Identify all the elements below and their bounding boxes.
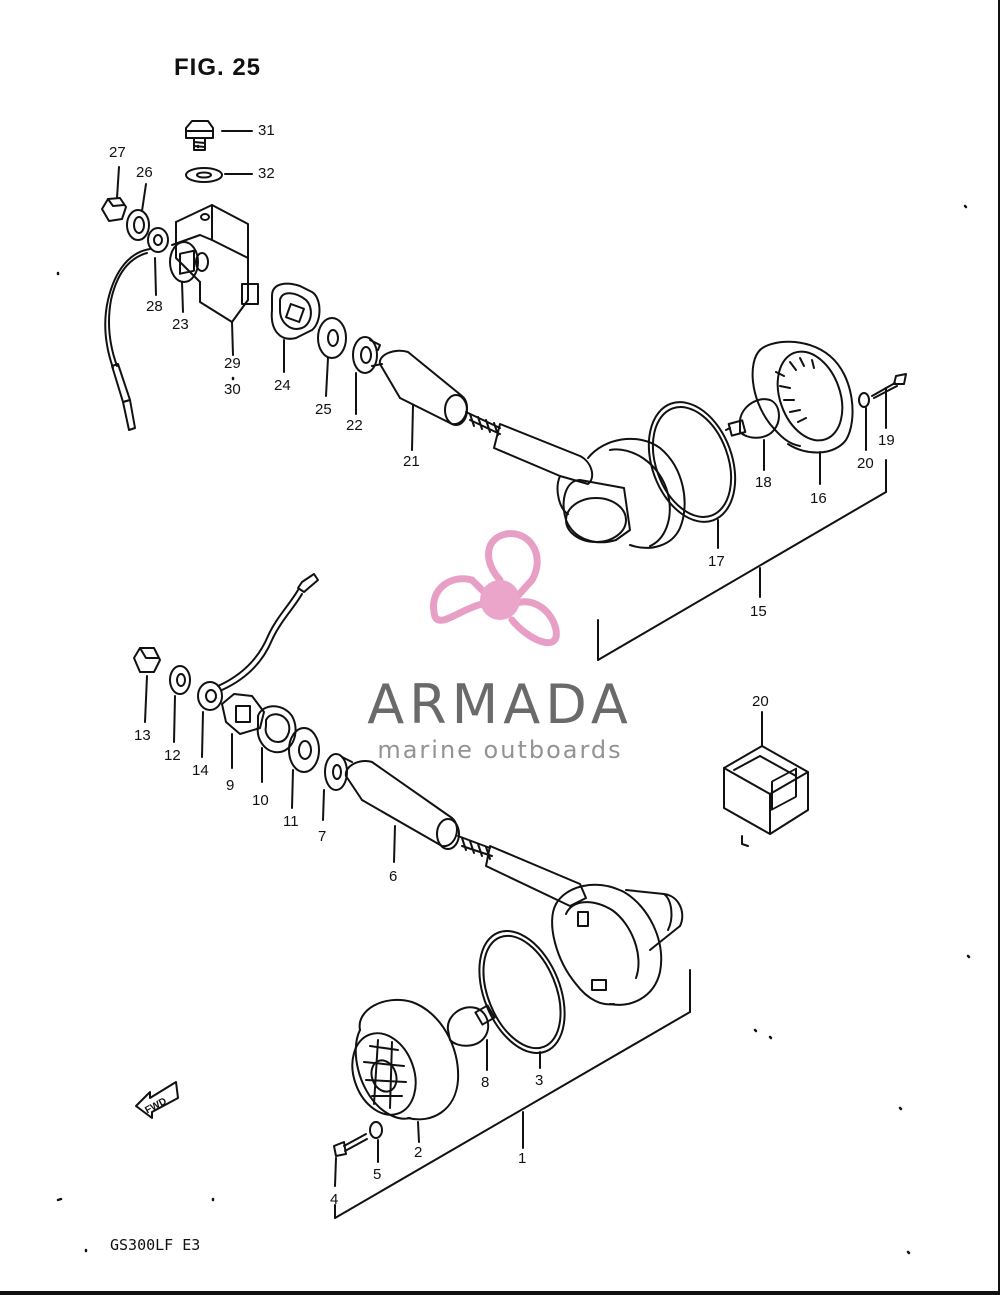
part-label-20-upper: 20 [857,455,874,472]
part-label-23: 23 [172,316,189,333]
nut-27-drawing [101,166,127,222]
lens-16-drawing [751,340,854,485]
part-label-19: 19 [878,432,895,449]
part-label-25: 25 [315,401,332,418]
part-label-2: 2 [414,1144,422,1161]
bulb-18-drawing [725,398,780,471]
turn-signal-stem-lower-drawing [457,835,684,1006]
screw-19-drawing [871,373,907,429]
part-label-22: 22 [346,417,363,434]
part-label-13: 13 [134,727,151,744]
fwd-label: FWD [143,1096,168,1116]
nut-13-drawing [133,647,161,723]
bracket-29-drawing [171,204,259,356]
part-label-15: 15 [750,603,767,620]
part-label-32: 32 [258,165,275,182]
part-label-20-relay: 20 [752,693,769,710]
bracket-1-leader [334,969,691,1219]
part-label-30: 30 [224,381,241,398]
relay-20-drawing [723,711,809,847]
part-label-27: 27 [109,144,126,161]
bracket-15-leader [597,459,887,661]
part-label-14: 14 [192,762,209,779]
washer-26-drawing [126,183,150,241]
part-label-1: 1 [518,1150,526,1167]
bolt-31-drawing [185,120,253,151]
scan-specks [56,144,971,1255]
washer-12-drawing [169,665,191,743]
part-label-24: 24 [274,377,291,394]
turn-signal-stem-upper-drawing [465,411,686,549]
frame-border-right [998,0,1000,1295]
grommet-10-drawing [256,705,297,783]
part-label-17: 17 [708,553,725,570]
washer-32-drawing [185,167,253,183]
part-label-29: 29 [224,355,241,372]
part-label-9: 9 [226,777,234,794]
part-label-16: 16 [810,490,827,507]
fwd-arrow-icon [135,1081,179,1119]
part-label-8: 8 [481,1074,489,1091]
part-label-31: 31 [258,122,275,139]
terminal-14-with-wire-drawing [197,573,319,758]
model-code: GS300LF E3 [110,1236,201,1254]
part-label-26: 26 [136,164,153,181]
grommet-24-drawing [270,282,321,373]
washer-5-drawing [369,1121,383,1163]
screw-4-drawing [333,1133,368,1187]
gasket-17-drawing [647,401,737,549]
part-label-7: 7 [318,828,326,845]
figure-title: FIG. 25 [174,54,262,81]
propeller-logo-icon [430,530,560,647]
washer-25-drawing [317,317,347,397]
lens-2-drawing [351,998,460,1143]
part-label-5: 5 [373,1166,381,1183]
washer-20-drawing [858,392,870,451]
terminal-28-with-wire-drawing [104,227,169,431]
washer-11-drawing [288,727,320,809]
part-label-4: 4 [330,1191,338,1208]
part-label-11: 11 [283,813,299,830]
part-label-12: 12 [164,747,181,764]
part-label-21: 21 [403,453,420,470]
hex-boss-9-drawing [221,693,265,769]
part-label-10: 10 [252,792,269,809]
spacer-sleeve-21-drawing [378,349,468,451]
lock-washer-22-drawing [352,336,383,415]
part-label-3: 3 [535,1072,543,1089]
part-number-labels: 31 32 27 26 28 23 29 30 24 25 22 21 17 1… [109,122,895,1208]
gasket-3-drawing [478,929,566,1069]
part-label-28: 28 [146,298,163,315]
frame-border-bottom [0,1291,1000,1295]
spacer-sleeve-6-drawing [344,760,460,863]
watermark-brand: ARMADA [367,673,633,736]
watermark-tagline: marine outboards [377,736,623,764]
bushing-23-drawing [169,241,199,313]
bulb-8-drawing [446,1004,496,1071]
part-label-6: 6 [389,868,397,885]
part-label-18: 18 [755,474,772,491]
